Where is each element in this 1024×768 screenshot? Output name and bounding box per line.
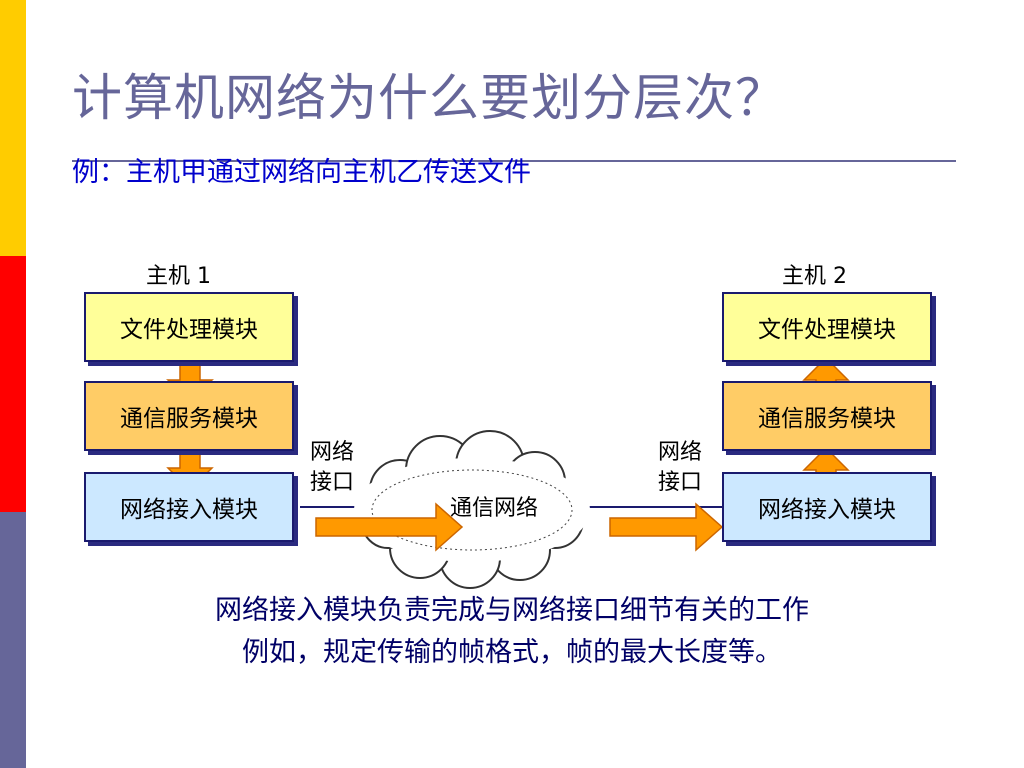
host2-file-module: 文件处理模块: [722, 292, 932, 362]
interface-label-line2: 接口: [657, 470, 702, 495]
caption-line-1: 网络接入模块负责完成与网络接口细节有关的工作: [215, 595, 809, 626]
sidebar-red-segment: [0, 256, 26, 512]
interface-label-line1: 网络: [657, 440, 702, 465]
caption-line-2: 例如，规定传输的帧格式，帧的最大长度等。: [242, 637, 782, 668]
title-divider: [72, 160, 956, 162]
arrow-right-icon: [315, 502, 464, 552]
host2-comm-module: 通信服务模块: [722, 381, 932, 451]
module-label: 通信服务模块: [120, 406, 258, 432]
host2-label: 主机 2: [782, 264, 847, 289]
host1-file-module: 文件处理模块: [84, 292, 294, 362]
module-label: 网络接入模块: [120, 497, 258, 523]
page-title: 计算机网络为什么要划分层次？: [72, 69, 786, 127]
interface-label-right: 网络 接口: [650, 438, 710, 498]
arrow-right-icon: [609, 502, 724, 552]
sidebar-blue-segment: [0, 512, 26, 768]
interface-label-line1: 网络: [309, 440, 354, 465]
module-label: 网络接入模块: [758, 497, 896, 523]
module-label: 文件处理模块: [120, 317, 258, 343]
sidebar-yellow-segment: [0, 0, 26, 256]
module-label: 文件处理模块: [758, 317, 896, 343]
module-label: 通信服务模块: [758, 406, 896, 432]
cloud-label: 通信网络: [450, 496, 539, 521]
host1-net-module: 网络接入模块: [84, 472, 294, 542]
host1-label: 主机 1: [146, 264, 211, 289]
host1-comm-module: 通信服务模块: [84, 381, 294, 451]
interface-label-left: 网络 接口: [302, 438, 362, 498]
page-subtitle: 例：主机甲通过网络向主机乙传送文件: [72, 157, 531, 188]
host2-net-module: 网络接入模块: [722, 472, 932, 542]
interface-label-line2: 接口: [309, 470, 354, 495]
